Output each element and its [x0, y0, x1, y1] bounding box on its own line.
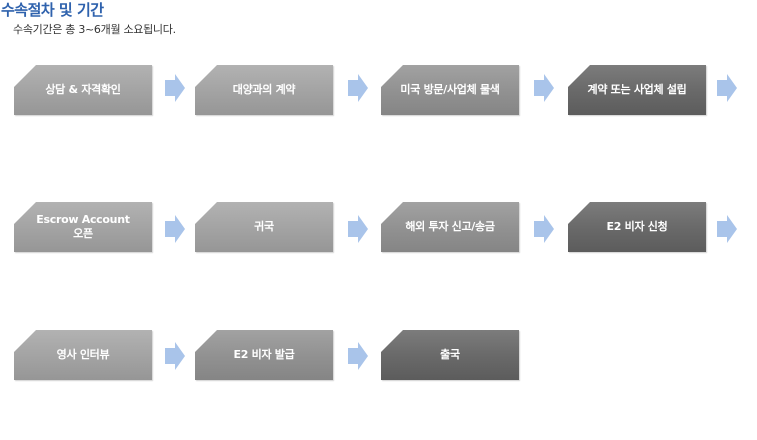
step-contract-daeyang: 대양과의 계약	[195, 65, 333, 115]
fold-corner	[381, 330, 403, 352]
step-label: 귀국	[254, 220, 274, 233]
right-arrow-icon	[534, 215, 554, 243]
step-label: 해외 투자 신고/송금	[405, 220, 495, 233]
step-us-visit: 미국 방문/사업체 물색	[381, 65, 519, 115]
step-label: 영사 인터뷰	[56, 348, 110, 361]
step-overseas-investment: 해외 투자 신고/송금	[381, 202, 519, 252]
page-title: 수속절차 및 기간	[1, 1, 104, 19]
fold-corner	[14, 65, 36, 87]
step-label: E2 비자 신청	[606, 220, 668, 233]
right-arrow-icon	[165, 74, 185, 102]
fold-corner	[381, 202, 403, 224]
step-label: 미국 방문/사업체 물색	[400, 83, 500, 96]
step-label: 계약 또는 사업체 설립	[587, 83, 687, 96]
page-subtitle: 수속기간은 총 3~6개월 소요됩니다.	[13, 23, 176, 36]
right-arrow-icon	[717, 215, 737, 243]
step-consult: 상담 & 자격확인	[14, 65, 152, 115]
step-label: 상담 & 자격확인	[45, 83, 121, 96]
right-arrow-icon	[348, 74, 368, 102]
right-arrow-icon	[348, 342, 368, 370]
step-label: E2 비자 발급	[233, 348, 295, 361]
fold-corner	[381, 65, 403, 87]
step-label: 대양과의 계약	[232, 83, 296, 96]
right-arrow-icon	[348, 215, 368, 243]
step-label: 출국	[440, 348, 460, 361]
step-e2-visa-apply: E2 비자 신청	[568, 202, 706, 252]
fold-corner	[568, 202, 590, 224]
fold-corner	[195, 65, 217, 87]
fold-corner	[195, 202, 217, 224]
right-arrow-icon	[165, 342, 185, 370]
fold-corner	[14, 330, 36, 352]
fold-corner	[568, 65, 590, 87]
step-consul-interview: 영사 인터뷰	[14, 330, 152, 380]
step-return-home: 귀국	[195, 202, 333, 252]
step-label: Escrow Account 오픈	[36, 213, 130, 240]
step-e2-visa-issue: E2 비자 발급	[195, 330, 333, 380]
fold-corner	[14, 202, 36, 224]
right-arrow-icon	[534, 74, 554, 102]
step-departure: 출국	[381, 330, 519, 380]
fold-corner	[195, 330, 217, 352]
right-arrow-icon	[717, 74, 737, 102]
step-business-setup: 계약 또는 사업체 설립	[568, 65, 706, 115]
right-arrow-icon	[165, 215, 185, 243]
step-escrow-account: Escrow Account 오픈	[14, 202, 152, 252]
